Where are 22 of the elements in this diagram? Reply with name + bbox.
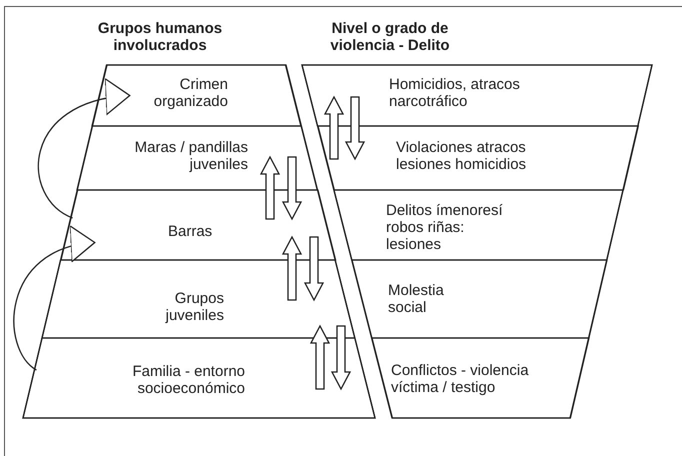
block-arrow xyxy=(330,325,352,390)
column-heading: Nivel o grado de violencia - Delito xyxy=(329,20,451,54)
column-heading: Grupos humanos involucrados xyxy=(96,20,224,54)
curved-arrow xyxy=(38,80,130,219)
block-arrow xyxy=(344,96,366,160)
block-arrow xyxy=(282,236,302,301)
block-arrow xyxy=(282,156,302,220)
band-label: Grupos juveniles xyxy=(164,290,224,324)
band-label: Homicidios, atracos narcotráfico xyxy=(389,76,521,110)
band-label: Barras xyxy=(168,223,214,240)
block-arrow xyxy=(260,156,280,220)
band-label: Maras / pandillas juveniles xyxy=(134,139,248,173)
band-label: Molestia social xyxy=(388,282,445,316)
curved-arrow xyxy=(13,228,96,370)
block-arrow xyxy=(310,324,330,390)
band-label: Delitos ímenoresí robos riñas: lesiones xyxy=(386,202,504,253)
band-label: Violaciones atracos lesiones homicidios xyxy=(396,139,528,173)
band-label: Conflictos - violencia víctima / testigo xyxy=(390,362,530,396)
block-arrow xyxy=(304,236,324,302)
block-arrow xyxy=(324,96,344,160)
band-label: Familia - entorno socioeconómico xyxy=(131,363,245,397)
band-label: Crimen organizado xyxy=(152,76,228,110)
